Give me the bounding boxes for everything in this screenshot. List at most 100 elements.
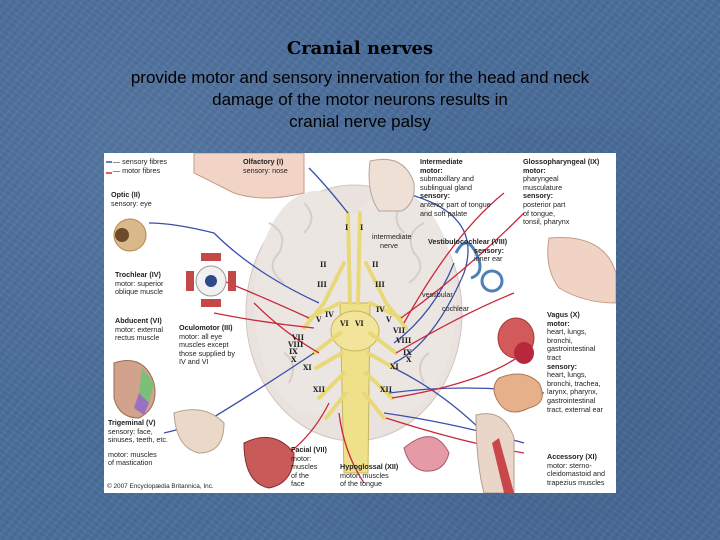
nose-illustration: [193, 153, 305, 199]
glossopharyngeal-desc-4: sensory:: [523, 191, 553, 201]
label-cochlear: cochlear: [442, 304, 470, 313]
numeral-ix-left: IX: [289, 347, 298, 356]
numeral-xii-right: XII: [380, 385, 392, 394]
facial-desc-2: muscles: [291, 462, 318, 472]
head-intermediate: [368, 158, 415, 212]
numeral-iv-right: IV: [376, 305, 385, 314]
eye-muscle-bottom: [201, 299, 221, 307]
vagus-desc-8: bronchi, trachea,: [547, 378, 601, 388]
numeral-v-left: V: [316, 315, 322, 324]
face-muscles-facial: [243, 436, 295, 489]
vestibulocochlear-title: Vestibulocochlear (VIII): [428, 237, 508, 246]
label-trochlear: Trochlear (IV) motor: superior oblique m…: [115, 270, 163, 297]
abducent-title: Abducent (VI): [115, 316, 162, 325]
numeral-iii-right: III: [375, 280, 385, 289]
facial-desc-3: of the: [291, 470, 309, 480]
label-facial: Facial (VII) motor: muscles of the face: [291, 445, 327, 489]
oculomotor-desc-4: IV and VI: [179, 357, 209, 367]
eye-muscle-left: [186, 271, 194, 291]
numeral-i-right: I: [360, 223, 364, 232]
glossopharyngeal-desc-2: pharyngeal: [523, 174, 559, 184]
trigeminal-title: Trigeminal (V): [108, 418, 156, 427]
label-intermediate-nerve: intermediate nerve: [372, 232, 412, 250]
intermediate-nerve-2: nerve: [380, 240, 398, 250]
eye-muscle-top: [201, 253, 221, 261]
vagus-desc-3: bronchi,: [547, 335, 573, 345]
numeral-v-right: V: [386, 315, 392, 324]
label-vestibulocochlear: Vestibulocochlear (VIII) sensory: inner …: [428, 237, 508, 264]
accessory-desc-3: trapezius muscles: [547, 477, 605, 487]
heart: [514, 342, 534, 364]
vagus-desc-6: sensory:: [547, 361, 577, 371]
iris-optic: [115, 228, 129, 242]
olfactory-title: Olfactory (I): [243, 157, 284, 166]
numeral-xi-right: XI: [390, 362, 399, 371]
vagus-desc-7: heart, lungs,: [547, 370, 587, 380]
intermediate-desc-3: sublingual gland: [420, 182, 472, 192]
cranial-nerves-diagram: I I II II III III IV IV V V VI VI VII VI…: [104, 153, 616, 493]
copyright-notice: © 2007 Encyclopædia Britannica, Inc.: [107, 483, 214, 490]
hypoglossal-desc-1: motor: muscles: [340, 470, 389, 480]
subtitle-line-1: provide motor and sensory innervation fo…: [130, 68, 590, 87]
glossopharyngeal-desc-6: of tongue,: [523, 208, 555, 218]
semicircular-canals: [454, 241, 482, 280]
label-accessory: Accessory (XI) motor: sterno- cleidomast…: [547, 452, 605, 487]
glossopharyngeal-desc-7: tonsil, pharynx: [523, 217, 570, 227]
face-dermatomes: [139, 368, 154, 403]
intermediate-desc-1: motor:: [420, 165, 443, 175]
numeral-viii-right: VIII: [396, 336, 412, 345]
glossopharyngeal-title: Glossopharyngeal (IX): [523, 157, 600, 166]
label-vagus: Vagus (X) motor: heart, lungs, bronchi, …: [547, 310, 603, 414]
intermediate-desc-5: anterior part of tongue: [420, 199, 491, 209]
eyeball-optic: [113, 218, 147, 252]
vagus-desc-1: motor:: [547, 318, 570, 328]
facial-desc-4: face: [291, 479, 305, 489]
subtitle-line-3: cranial nerve palsy: [289, 112, 431, 131]
eye-muscle-right: [228, 271, 236, 291]
numeral-viii-left: VIII: [288, 340, 304, 349]
glossopharyngeal-desc-3: musculature: [523, 182, 563, 192]
label-oculomotor: Oculomotor (III) motor: all eye muscles …: [179, 323, 235, 367]
oculomotor-desc-2: muscles except: [179, 340, 229, 350]
legend-sensory: — sensory fibres: [113, 157, 167, 166]
numeral-iv-left: IV: [325, 310, 334, 319]
numeral-iii-left: III: [317, 280, 327, 289]
intermediate-nerve-1: intermediate: [372, 232, 412, 241]
numeral-ii-left: II: [320, 260, 327, 269]
neck-muscle: [492, 438, 514, 493]
numeral-vi-left: VI: [340, 319, 349, 328]
numeral-i-left: I: [345, 223, 349, 232]
intermediate-desc-6: and soft palate: [420, 208, 468, 218]
facial-title: Facial (VII): [291, 445, 327, 454]
numeral-ii-right: II: [372, 260, 379, 269]
intermediate-desc-2: submaxillary and: [420, 174, 474, 184]
cochlea: [480, 269, 504, 293]
vagus-desc-2: heart, lungs,: [547, 327, 587, 337]
label-abducent: Abducent (VI) motor: external rectus mus…: [115, 316, 163, 343]
label-vestibular: vestibular: [422, 290, 453, 299]
numeral-vii-right: VII: [393, 326, 405, 335]
slide-title: Cranial nerves: [286, 38, 434, 59]
oculomotor-title: Oculomotor (III): [179, 323, 233, 332]
label-olfactory: Olfactory (I) sensory: nose: [243, 157, 288, 175]
trigeminal-desc-1: sensory: face,: [108, 426, 153, 436]
numeral-ix-right: IX: [403, 348, 412, 357]
numeral-vii-left: VII: [292, 333, 304, 342]
vagus-title: Vagus (X): [547, 310, 580, 319]
trigeminal-desc-4: of mastication: [108, 458, 153, 468]
intermediate-desc-4: sensory:: [420, 191, 450, 201]
pons: [330, 310, 380, 352]
vagus-desc-4: gastrointestinal: [547, 344, 596, 354]
numeral-vi-right: VI: [355, 319, 364, 328]
label-hypoglossal: Hypoglossal (XII) motor: muscles of the …: [340, 462, 398, 489]
trochlear-title: Trochlear (IV): [115, 270, 161, 279]
nerve-roots: [302, 211, 408, 420]
face-dermatomes-2: [134, 393, 149, 415]
trigeminal-desc-3: motor: muscles: [108, 449, 157, 459]
vagus-desc-9: larynx, pharynx,: [547, 387, 598, 397]
facial-desc-1: motor:: [291, 453, 312, 463]
optic-title: Optic (II): [111, 190, 141, 199]
numeral-x-right: X: [406, 355, 412, 364]
label-trigeminal: Trigeminal (V) sensory: face, sinuses, t…: [108, 418, 168, 468]
vestibulocochlear-desc-2: inner ear: [474, 254, 503, 264]
